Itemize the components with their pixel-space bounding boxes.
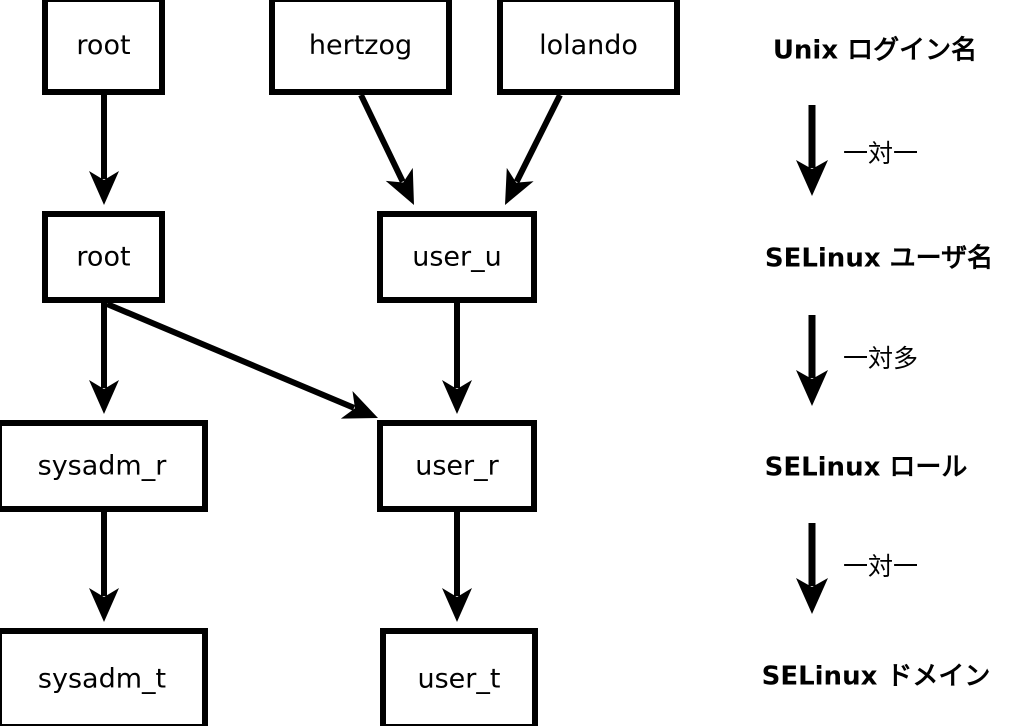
node-login-hertzog[interactable]: hertzog — [269, 0, 452, 95]
node-label-login-hertzog: hertzog — [309, 30, 412, 61]
node-box-seuser-user_u[interactable] — [377, 211, 537, 303]
legend-relation-rel-user-to-role: 一対多 — [796, 315, 918, 406]
edge-lolando-to-user_u-line — [513, 93, 563, 184]
edge-root-to-sysadm_r-arrowhead — [89, 380, 119, 414]
legend-column: Unix ログイン名 SELinux ユーザ名 SELinux ロール SELinux… — [762, 35, 994, 692]
edge-user_r-to-user_t-arrowhead — [442, 588, 472, 622]
edge-user_u-to-user_r-arrowhead — [442, 380, 472, 414]
node-box-dom-user_t[interactable] — [380, 628, 538, 726]
node-box-role-sysadm_r[interactable] — [0, 420, 208, 512]
edge-root-to-user_r-arrowhead — [340, 390, 378, 419]
node-box-seuser-root[interactable] — [42, 211, 165, 303]
edge-sysadm_r-to-sysadm_t — [89, 512, 119, 622]
edge-hertzog-to-user_u-line — [358, 93, 406, 183]
legend-tier-tier-unix-login-name: Unix ログイン名 — [773, 35, 977, 66]
legend-tier-tier-selinux-role: SELinux ロール — [765, 453, 968, 483]
node-box-dom-sysadm_t[interactable] — [0, 628, 208, 726]
legend-relation-rel-login-to-user: 一対一 — [796, 105, 918, 196]
legend-tier-tier-selinux-user-name: SELinux ユーザ名 — [765, 243, 993, 274]
legend-tier-tier-selinux-domain: SELinux ドメイン — [762, 662, 991, 692]
edge-hertzog-to-user_u-arrowhead — [385, 167, 414, 205]
node-login-root[interactable]: root — [42, 0, 165, 95]
rel-user-to-role-arrowhead — [796, 370, 828, 406]
edge-sysadm_r-to-sysadm_t-arrowhead — [89, 588, 119, 622]
node-role-user_r[interactable]: user_r — [377, 420, 537, 512]
node-label-role-sysadm_r: sysadm_r — [38, 451, 168, 482]
node-label-login-root: root — [76, 30, 130, 61]
edge-root-to-root — [89, 95, 119, 205]
edge-root-to-user_r — [105, 301, 378, 419]
node-role-sysadm_r[interactable]: sysadm_r — [0, 420, 208, 512]
node-label-dom-user_t: user_t — [418, 664, 501, 695]
edge-root-to-root-arrowhead — [89, 171, 119, 205]
node-login-lolando[interactable]: lolando — [497, 0, 680, 95]
node-label-seuser-root: root — [76, 242, 130, 273]
node-seuser-user_u[interactable]: user_u — [377, 211, 537, 303]
node-dom-sysadm_t[interactable]: sysadm_t — [0, 628, 208, 726]
node-label-dom-sysadm_t: sysadm_t — [38, 664, 166, 695]
node-label-login-lolando: lolando — [539, 30, 638, 61]
edge-root-to-user_r-line — [105, 301, 356, 411]
node-box-role-user_r[interactable] — [377, 420, 537, 512]
legend-relation-rel-role-to-domain: 一対一 — [796, 523, 918, 614]
edge-lolando-to-user_u-arrowhead — [505, 167, 534, 205]
node-label-role-user_r: user_r — [415, 451, 499, 482]
edge-hertzog-to-user_u — [358, 93, 414, 205]
edge-lolando-to-user_u — [505, 93, 563, 205]
rel-role-to-domain-arrowhead — [796, 578, 828, 614]
edge-root-to-sysadm_r — [89, 303, 119, 414]
edge-layer — [89, 93, 563, 622]
node-box-login-hertzog[interactable] — [269, 0, 452, 95]
node-box-login-root[interactable] — [42, 0, 165, 95]
rel-login-to-user-arrowhead — [796, 160, 828, 196]
rel-user-to-role-cardinality-label: 一対多 — [843, 344, 918, 373]
node-label-seuser-user_u: user_u — [412, 242, 502, 273]
node-seuser-root[interactable]: root — [42, 211, 165, 303]
edge-user_r-to-user_t — [442, 512, 472, 622]
edge-user_u-to-user_r — [442, 303, 472, 414]
node-dom-user_t[interactable]: user_t — [380, 628, 538, 726]
rel-login-to-user-cardinality-label: 一対一 — [843, 139, 918, 168]
node-box-login-lolando[interactable] — [497, 0, 680, 95]
rel-role-to-domain-cardinality-label: 一対一 — [843, 552, 918, 581]
